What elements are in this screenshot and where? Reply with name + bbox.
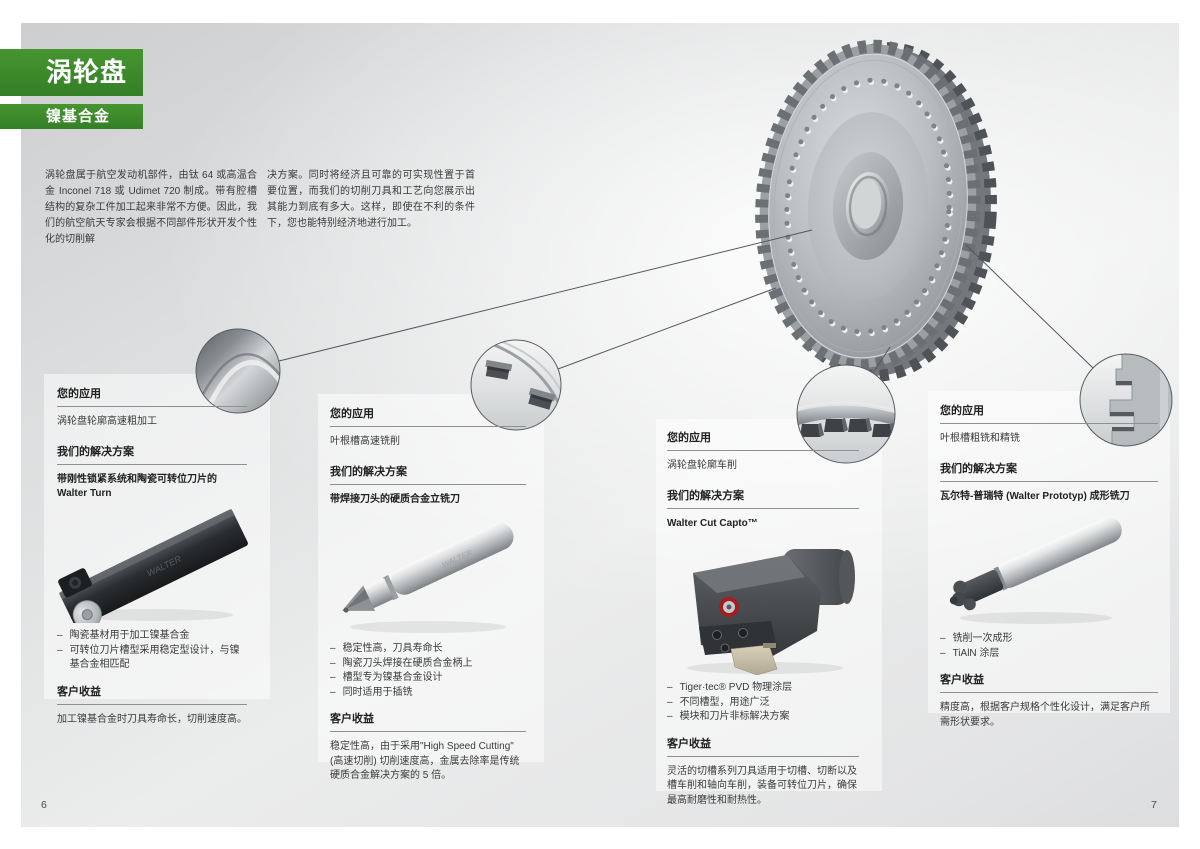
list-item-text: 陶瓷基材用于加工镍基合金 [69,630,190,641]
application-text: 叶根槽粗铣和精铣 [940,433,1020,444]
walter-cut-capto-grooving-tool-image [687,549,855,676]
list-item-text: 不同槽型，用途广泛 [679,696,770,708]
page-subtitle-banner: 镍基合金 [0,104,143,129]
application-heading: 您的应用 [940,402,1158,424]
list-item: 不同槽型，用途广泛 [667,696,859,711]
list-item: 陶瓷刀头焊接在硬质合金柄上 [330,657,526,672]
solution-text: 瓦尔特-普瑞特 (Walter Prototyp) 成形铣刀 [940,491,1130,502]
solution-heading: 我们的解决方案 [57,443,247,465]
product-image-box [667,535,859,676]
solution-text: Walter Cut Capto™ [667,518,758,529]
benefit-heading: 客户收益 [667,735,859,757]
benefit-text: 稳定性高，由于采用"High Speed Cutting" (高速切削) 切削速… [330,741,520,781]
solution-column-form-milling: 您的应用 叶根槽粗铣和精铣 我们的解决方案 瓦尔特-普瑞特 (Walter Pr… [940,402,1158,730]
solution-text: 带焊接刀头的硬质合金立铣刀 [330,494,460,505]
page-title: 涡轮盘 [46,57,128,87]
application-heading: 您的应用 [330,405,526,427]
benefit-heading: 客户收益 [330,710,526,732]
list-item: 陶瓷基材用于加工镍基合金 [57,629,247,644]
page-title-banner: 涡轮盘 [0,49,143,96]
list-item-text: Tiger·tec® PVD 物理涂层 [679,682,793,693]
list-item: 模块和刀片非标解决方案 [667,710,859,725]
brazed-head-carbide-end-mill-image: WALTER [341,523,514,633]
intro-paragraph-right: 决方案。同时将经济且可靠的可实现性置于首要位置，而我们的切削刀具和工艺向您展示出… [267,170,475,229]
application-text: 涡轮盘轮廓车削 [667,460,737,471]
list-item-text: 模块和刀片非标解决方案 [679,711,790,722]
product-image-box: WALTER [57,505,248,630]
list-item-text: 同时适用于插铣 [342,686,413,698]
benefit-heading: 客户收益 [940,671,1158,693]
page-number-right: 7 [1151,799,1157,811]
product-image-box [940,508,1158,626]
feature-list: 陶瓷基材用于加工镍基合金 可转位刀片槽型采用稳定型设计，与镍基合金相匹配 [57,629,247,673]
list-item: 槽型专为镍基合金设计 [330,671,526,686]
benefit-text: 灵活的切槽系列刀具适用于切槽、切断以及槽车削和轴向车削，装备可转位刀片，确保最高… [667,765,857,806]
list-item: 同时适用于插铣 [330,686,526,701]
feature-list: Tiger·tec® PVD 物理涂层 不同槽型，用途广泛 模块和刀片非标解决方… [667,681,859,725]
list-item-text: 铣削一次成形 [952,633,1013,644]
solution-column-end-mill: 您的应用 叶根槽高速铣削 我们的解决方案 带焊接刀头的硬质合金立铣刀 [330,405,526,784]
prototyp-form-milling-cutter-image [949,517,1122,624]
application-text: 叶根槽高速铣削 [330,436,400,447]
list-item-text: 槽型专为镍基合金设计 [342,672,443,683]
list-item: 铣削一次成形 [940,632,1158,647]
intro-paragraph-left: 涡轮盘属于航空发动机部件，由钛 64 或高温合金 Inconel 718 或 U… [45,170,257,245]
solution-column-turning: 您的应用 涡轮盘轮廓高速粗加工 我们的解决方案 带刚性锁紧系统和陶瓷可转位刀片的… [57,385,248,727]
benefit-text: 加工镍基合金时刀具寿命长，切削速度高。 [57,713,247,725]
application-text: 涡轮盘轮廓高速粗加工 [57,416,157,427]
solution-heading: 我们的解决方案 [330,463,526,485]
list-item: Tiger·tec® PVD 物理涂层 [667,681,859,696]
list-item-text: 陶瓷刀头焊接在硬质合金柄上 [342,657,473,669]
ceramic-insert-turning-tool-image: WALTER [58,508,248,630]
solution-text: 带刚性锁紧系统和陶瓷可转位刀片的 Walter Turn [57,474,217,499]
application-heading: 您的应用 [667,429,859,451]
product-image-box: WALTER [330,511,526,636]
list-item: TiAlN 涂层 [940,647,1158,662]
page-subtitle: 镍基合金 [46,108,111,125]
solution-heading: 我们的解决方案 [667,487,859,509]
benefit-heading: 客户收益 [57,683,247,705]
list-item-text: TiAlN 涂层 [952,647,1000,659]
application-heading: 您的应用 [57,385,247,407]
list-item: 稳定性高，刀具寿命长 [330,642,526,657]
feature-list: 稳定性高，刀具寿命长 陶瓷刀头焊接在硬质合金柄上 槽型专为镍基合金设计 同时适用… [330,642,526,700]
solution-heading: 我们的解决方案 [940,460,1158,482]
list-item-text: 可转位刀片槽型采用稳定型设计，与镍基合金相匹配 [69,644,240,671]
feature-list: 铣削一次成形 TiAlN 涂层 [940,632,1158,661]
benefit-text: 精度高，根据客户规格个性化设计，满足客户所需形状要求。 [940,702,1150,728]
page-number-left: 6 [41,799,47,811]
solution-column-grooving: 您的应用 涡轮盘轮廓车削 我们的解决方案 Walter Cut Capto™ [667,429,859,808]
list-item: 可转位刀片槽型采用稳定型设计，与镍基合金相匹配 [57,644,247,673]
list-item-text: 稳定性高，刀具寿命长 [342,643,443,654]
